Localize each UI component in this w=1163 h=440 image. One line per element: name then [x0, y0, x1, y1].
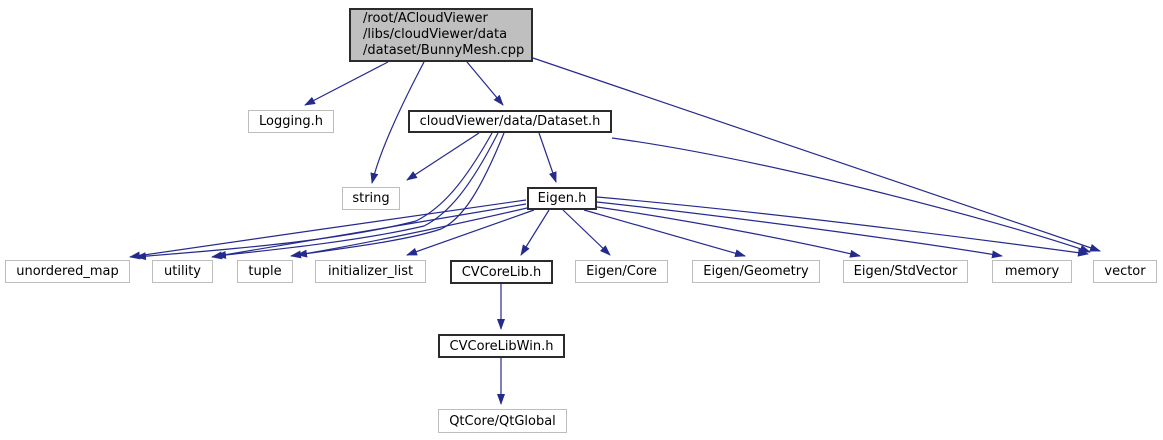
edge-eigen-memory: [596, 201, 1003, 259]
edge-eigen-vector: [596, 196, 1089, 257]
edge-eigen-cvcorelib: [520, 209, 550, 256]
edge-bunnymesh-vector: [532, 57, 1101, 252]
edge-bunnymesh-string: [370, 61, 425, 184]
node-label: Eigen.h: [537, 191, 587, 206]
node-string: string: [342, 187, 400, 210]
node-label: vector: [1104, 264, 1146, 279]
node-label: Eigen/StdVector: [853, 264, 958, 279]
node-label: memory: [1004, 264, 1060, 279]
node-label: QtCore/QtGlobal: [449, 413, 556, 429]
node-label: tuple: [248, 264, 282, 279]
edge-eigen-eigenstdvec: [596, 206, 861, 258]
edge-eigen-utility: [211, 203, 527, 260]
edge-eigen-initlist: [406, 209, 535, 256]
node-label: Eigen/Geometry: [703, 264, 809, 279]
edge-eigen-unorderedmap: [129, 199, 527, 260]
node-initializer-list: initializer_list: [315, 260, 426, 283]
node-tuple: tuple: [237, 260, 293, 283]
node-qtcore-qtglobal: QtCore/QtGlobal: [438, 409, 567, 433]
edge-bunnymesh-dataset: [466, 61, 504, 106]
edge-dataset-eigen: [538, 132, 557, 183]
edge-eigen-eigencore: [562, 209, 611, 256]
node-label: Logging.h: [259, 114, 323, 129]
node-label: Eigen/Core: [586, 264, 657, 279]
edge-dataset-string: [406, 132, 480, 181]
node-cvcorelibwin-h[interactable]: CVCoreLibWin.h: [438, 334, 565, 358]
node-eigen-geometry: Eigen/Geometry: [692, 260, 820, 283]
node-label: CVCoreLibWin.h: [449, 338, 554, 354]
node-dataset-h[interactable]: cloudViewer/data/Dataset.h: [408, 110, 612, 133]
edge-dataset-unorderedmap: [135, 132, 493, 261]
edge-eigen-eigengeom: [583, 209, 746, 258]
node-label: utility: [164, 264, 201, 279]
edge-eigen-tuple: [290, 207, 528, 259]
node-eigen-h[interactable]: Eigen.h: [527, 187, 597, 210]
edge-dataset-utility: [215, 132, 499, 259]
node-bunnymesh-cpp: /root/ACloudViewer /libs/cloudViewer/dat…: [349, 8, 533, 62]
node-eigen-core: Eigen/Core: [575, 260, 668, 283]
node-eigen-stdvector: Eigen/StdVector: [843, 260, 968, 283]
node-label: unordered_map: [16, 264, 119, 279]
node-label: CVCoreLib.h: [461, 264, 542, 280]
node-utility: utility: [152, 260, 213, 283]
node-unordered-map: unordered_map: [5, 260, 130, 283]
node-logging-h: Logging.h: [248, 110, 334, 133]
node-label: cloudViewer/data/Dataset.h: [419, 114, 601, 129]
edge-dataset-vector: [611, 137, 1091, 253]
node-label: /root/ACloudViewer /libs/cloudViewer/dat…: [363, 10, 525, 59]
node-cvcorelib-h[interactable]: CVCoreLib.h: [450, 260, 553, 284]
node-label: initializer_list: [327, 264, 414, 279]
edge-dataset-tuple: [296, 132, 505, 258]
node-vector: vector: [1093, 260, 1157, 283]
node-memory: memory: [992, 260, 1072, 283]
node-label: string: [352, 191, 390, 206]
edge-bunnymesh-logging: [304, 61, 389, 106]
